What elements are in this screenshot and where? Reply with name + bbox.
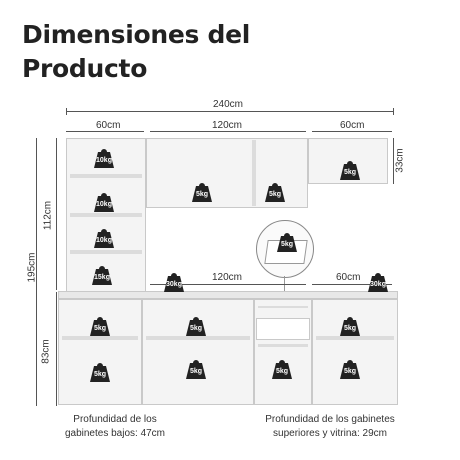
upper-height-label: 112cm	[42, 200, 54, 231]
weight-icon: 5kg	[184, 314, 208, 338]
weight-icon: 5kg	[338, 158, 362, 182]
lower-depth-line-2: gabinetes bajos: 47cm	[64, 428, 166, 439]
lower-drawer[interactable]	[256, 318, 310, 340]
lower-drawer-column-shelf-2	[258, 344, 308, 347]
weight-icon: 10kg	[92, 146, 116, 170]
upper-right-height-label: 33cm	[394, 148, 406, 173]
weight-icon: 5kg	[88, 360, 112, 384]
lower-left-shelf	[62, 336, 138, 340]
lower-depth-note: Profundidad de los gabinetes bajos: 47cm	[50, 413, 180, 441]
total-height-line	[36, 138, 37, 406]
total-width-tick-left	[66, 108, 67, 115]
total-width-label: 240cm	[213, 99, 244, 110]
weight-icon: 10kg	[92, 226, 116, 250]
upper-center-width-label: 120cm	[212, 120, 243, 131]
lower-center-width-label: 120cm	[212, 272, 243, 283]
upper-left-shelf-2	[70, 213, 142, 217]
lower-depth-line-1: Profundidad de los	[73, 414, 157, 425]
upper-left-width-label: 60cm	[96, 120, 121, 131]
weight-icon: 30kg	[162, 270, 186, 294]
upper-left-shelf-3	[70, 250, 142, 254]
weight-icon: 30kg	[366, 270, 390, 294]
upper-right-height-line	[393, 138, 394, 184]
lower-cabinet-drawer-column	[254, 299, 312, 405]
weight-icon: 5kg	[270, 357, 294, 381]
total-height-label: 195cm	[26, 252, 38, 283]
lower-cabinet-right	[312, 299, 398, 405]
upper-depth-note: Profundidad de los gabinetes superiores …	[248, 413, 412, 441]
weight-icon: 5kg	[263, 180, 287, 204]
lower-drawer-column-shelf	[258, 306, 308, 308]
upper-height-line	[56, 138, 57, 290]
upper-center-divider	[252, 140, 256, 206]
countertop	[58, 291, 398, 299]
upper-depth-line-1: Profundidad de los gabinetes	[265, 414, 395, 425]
weight-icon: 10kg	[92, 190, 116, 214]
lower-cabinet-center	[142, 299, 254, 405]
title-line-1: Dimensiones del	[22, 20, 251, 49]
upper-right-width-line	[312, 131, 392, 132]
upper-left-width-line	[66, 131, 144, 132]
total-width-line	[66, 111, 394, 112]
upper-depth-line-2: superiores y vitrina: 29cm	[273, 428, 387, 439]
weight-icon: 5kg	[338, 357, 362, 381]
weight-icon: 5kg	[88, 314, 112, 338]
weight-icon: 5kg	[338, 314, 362, 338]
lower-cabinet-left	[58, 299, 142, 405]
lower-height-label: 83cm	[40, 339, 52, 364]
weight-icon: 5kg	[184, 357, 208, 381]
lower-right-shelf	[316, 336, 394, 340]
title-line-2: Producto	[22, 54, 148, 83]
lower-right-width-line	[312, 284, 392, 285]
upper-right-width-label: 60cm	[340, 120, 365, 131]
lower-center-shelf	[146, 336, 250, 340]
drawer-detail-pointer	[284, 276, 285, 296]
lower-height-line	[56, 292, 57, 406]
upper-center-width-line	[150, 131, 306, 132]
upper-left-shelf-1	[70, 174, 142, 178]
total-width-tick-right	[393, 108, 394, 115]
lower-right-width-label: 60cm	[336, 272, 361, 283]
page-title: Dimensiones del Producto	[22, 18, 250, 86]
weight-icon: 5kg	[190, 180, 214, 204]
weight-icon: 5kg	[275, 230, 299, 254]
lower-center-width-line	[150, 284, 306, 285]
weight-icon: 15kg	[90, 263, 114, 287]
